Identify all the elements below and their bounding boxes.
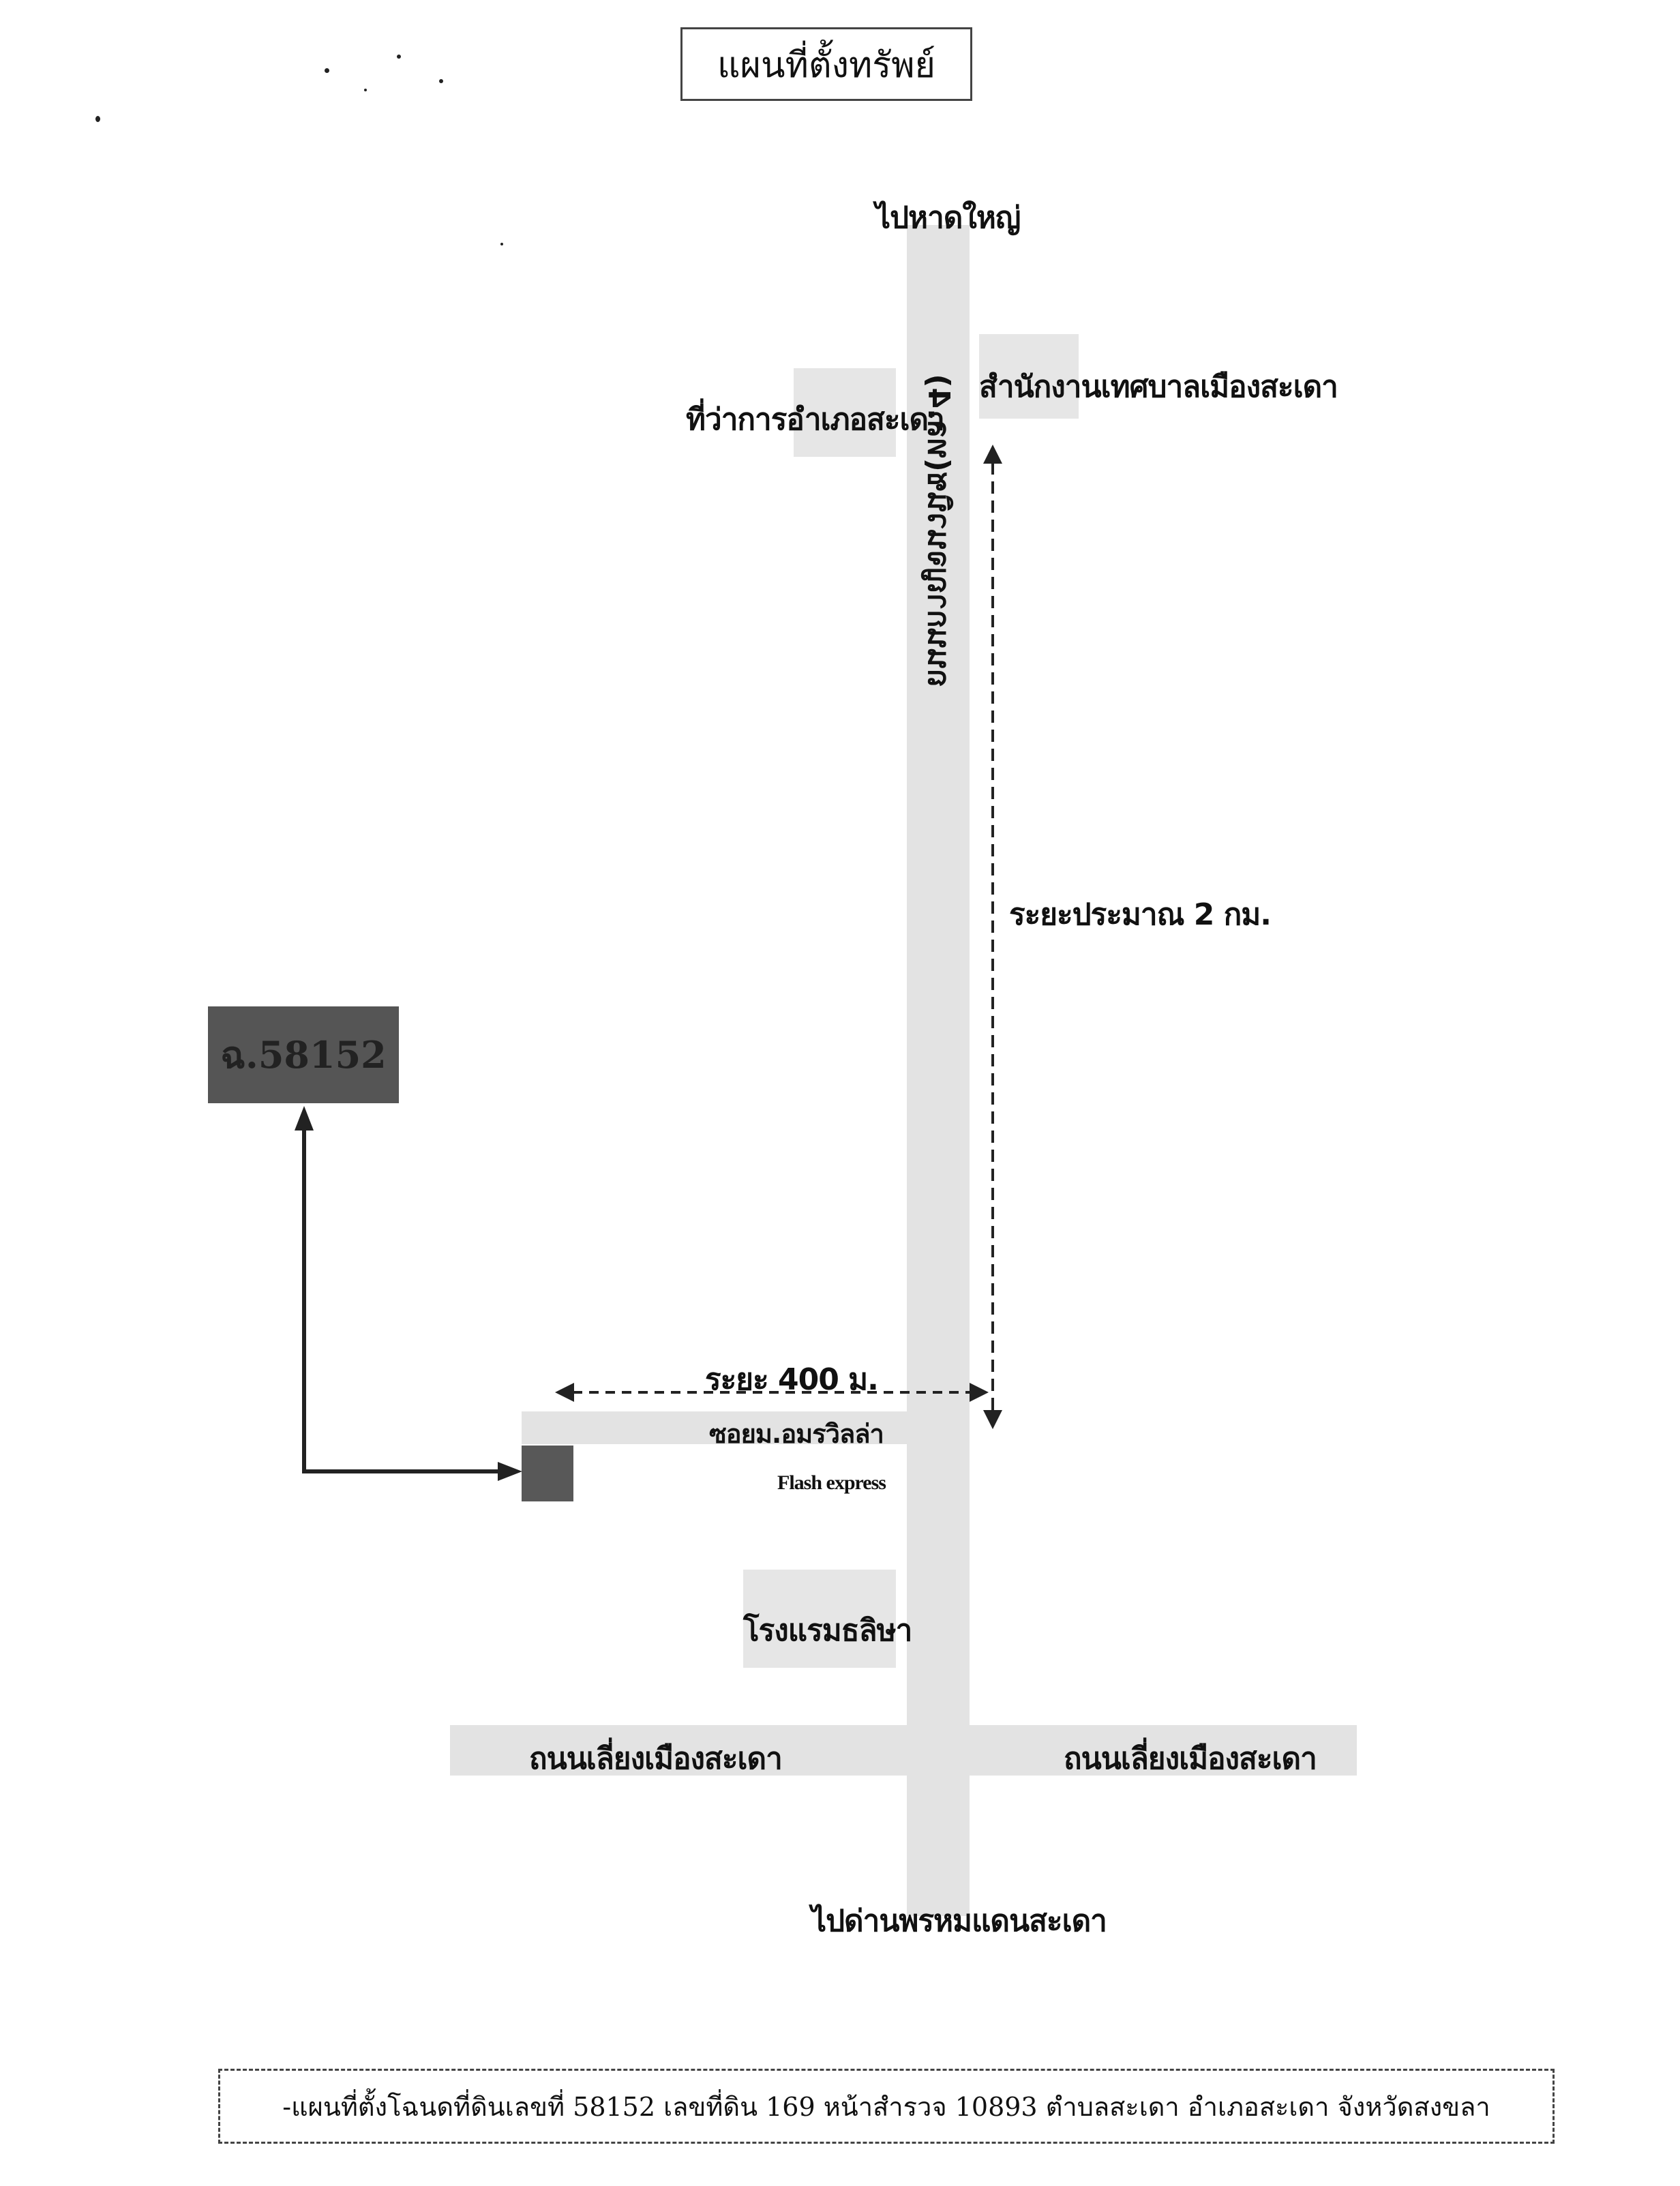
district-office-block xyxy=(794,368,896,457)
scan-speck xyxy=(95,116,100,122)
scan-speck xyxy=(439,79,443,83)
map-title: แผนที่ตั้งทรัพย์ xyxy=(680,27,972,101)
bypass-left-label: ถนนเลี่ยงเมืองสะเดา xyxy=(529,1741,783,1776)
main-road xyxy=(907,225,970,1916)
scan-speck xyxy=(364,89,367,91)
parcel-label: ฉ.58152 xyxy=(220,1033,387,1077)
south-direction-label: ไปด่านพรหมแดนสะเดา xyxy=(811,1904,1107,1938)
scan-speck xyxy=(325,68,329,73)
parcel-location-marker xyxy=(522,1446,573,1501)
bypass-right-label: ถนนเลี่ยงเมืองสะเดา xyxy=(1064,1741,1317,1776)
parcel-pointer-arrow xyxy=(295,1106,522,1481)
hotel-block xyxy=(743,1570,896,1668)
distance-400m-arrow xyxy=(555,1383,989,1402)
district-office-label: ที่ว่าการอำเภอสะเดา xyxy=(686,402,945,437)
scan-speck xyxy=(500,243,503,245)
distance-2km-arrow xyxy=(983,445,1002,1429)
north-direction-label: ไปหาดใหญ่ xyxy=(875,200,1021,235)
municipal-office-block xyxy=(979,334,1079,419)
scan-speck xyxy=(397,55,401,59)
hotel-label: โรงแรมธลิษา xyxy=(743,1613,912,1648)
soi-label: ซอยม.อมรวิลล่า xyxy=(709,1419,884,1449)
distance-2km-label: ระยะประมาณ 2 กม. xyxy=(1009,897,1272,932)
flash-express-label: Flash express xyxy=(777,1471,886,1494)
footer-caption-text: -แผนที่ตั้งโฉนดที่ดินเลขที่ 58152 เลขที่… xyxy=(282,2091,1490,2122)
bypass-road xyxy=(450,1725,1357,1776)
soi-road xyxy=(522,1411,909,1444)
parcel-label-box: ฉ.58152 xyxy=(208,1006,399,1103)
municipal-office-label: สำนักงานเทศบาลเมืองสะเดา xyxy=(979,370,1338,404)
footer-caption: -แผนที่ตั้งโฉนดที่ดินเลขที่ 58152 เลขที่… xyxy=(218,2069,1555,2144)
